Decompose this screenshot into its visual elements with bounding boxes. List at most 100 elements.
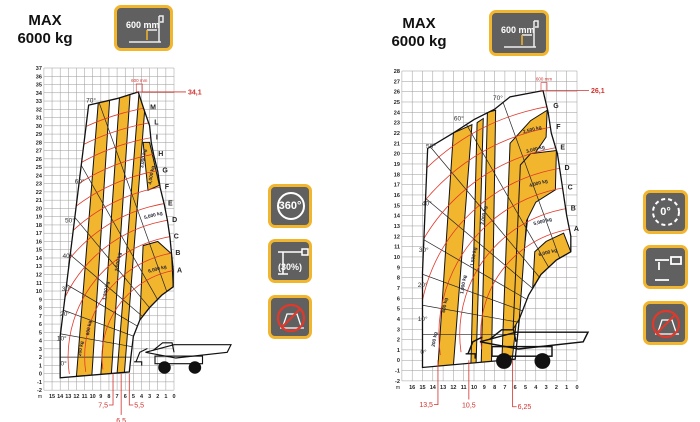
angle-label: 0° (420, 348, 427, 356)
y-tick-label: 22 (394, 131, 400, 137)
no-stabilizers-icon (651, 309, 681, 339)
load-label: 5,000 kg (533, 217, 553, 228)
y-tick-label: 15 (36, 248, 42, 254)
x-tick-label: 3 (148, 394, 151, 400)
x-tick-label: 9 (483, 385, 486, 391)
y-tick-label: 21 (394, 141, 400, 147)
arc-letter-A: A (177, 267, 182, 274)
y-tick-label: 19 (394, 162, 400, 168)
y-tick-label: 4 (397, 317, 401, 323)
fork-offset-marker (135, 83, 143, 93)
load-label: 2,000 kg (114, 252, 123, 272)
x-tick-label: 6 (514, 385, 517, 391)
load-label: 4,000 kg (147, 165, 156, 185)
arc-letter-L: L (154, 120, 159, 127)
right-title-max: MAX (402, 15, 436, 32)
load-label: 2,500 kg (523, 125, 543, 136)
extension-arc (84, 251, 174, 372)
angle-label: 0° (60, 359, 67, 367)
angle-label: 20° (418, 281, 428, 289)
boom-level-icon (655, 256, 682, 281)
x-tick-label: 8 (493, 385, 496, 391)
x-tick-label: 16 (409, 385, 415, 391)
angle-label: 10° (418, 315, 428, 323)
y-tick-label: 23 (394, 121, 400, 127)
no-stabilizers-icon (276, 303, 306, 333)
load-band (139, 240, 174, 322)
y-tick-label: 18 (36, 223, 42, 229)
wheel (496, 353, 512, 369)
y-tick-label: 5 (397, 307, 400, 313)
angle-label: 40° (63, 252, 73, 260)
x-tick-label: 6 (124, 394, 127, 400)
y-tick-label: 21 (36, 198, 42, 204)
boom-outline (467, 331, 590, 355)
axis-unit-label: m (38, 394, 42, 400)
max-height-label: 26,1 (591, 88, 605, 95)
cab-outline (152, 342, 175, 353)
x-tick-label: 4 (140, 394, 144, 400)
y-tick-label: 28 (394, 69, 400, 75)
x-tick-label: 1 (565, 385, 568, 391)
y-tick-label: 24 (394, 110, 401, 116)
y-tick-label: 32 (36, 107, 42, 113)
reach-dimension-label: 7,5 (98, 403, 108, 410)
arc-letter-E: E (560, 144, 565, 151)
x-tick-label: 9 (99, 394, 102, 400)
y-tick-label: 16 (394, 193, 400, 199)
y-tick-label: 31 (36, 116, 42, 122)
left-load-chart: 3736353433323130292827262524232221201918… (36, 66, 232, 422)
load-label: 6,000 kg (538, 248, 558, 259)
angle-label: 40° (422, 199, 432, 207)
load-label: 2,000 kg (480, 206, 489, 226)
fork-outline (134, 361, 143, 366)
y-tick-label: 27 (394, 79, 400, 85)
arc-letter-C: C (568, 185, 573, 192)
arc-letter-E: E (168, 200, 173, 207)
left-max-capacity-title: MAX 6000 kg (14, 12, 76, 48)
telehandler-drawing (465, 329, 590, 369)
reach-dimension-label: 6,25 (518, 404, 532, 411)
y-tick-label: 26 (36, 157, 42, 163)
y-tick-label: 37 (36, 66, 42, 72)
load-label: 6,000 kg (148, 264, 168, 275)
y-tick-label: 17 (394, 183, 400, 189)
arc-letter-B: B (175, 250, 180, 257)
fork-offset-note: 600 mm (536, 77, 553, 82)
extension-arc (101, 268, 174, 370)
left-no-stabilizers-badge (268, 295, 312, 339)
load-label: 200 kg (431, 331, 440, 347)
y-tick-label: 26 (394, 90, 400, 96)
y-tick-label: 6 (397, 296, 400, 302)
y-tick-label: 29 (36, 132, 42, 138)
right-badge-label: 600 mm (501, 25, 535, 35)
y-tick-label: 9 (39, 297, 42, 303)
y-tick-label: 8 (397, 276, 400, 282)
x-tick-label: 12 (450, 385, 456, 391)
y-tick-label: 4 (39, 339, 43, 345)
y-tick-label: 23 (36, 182, 42, 188)
load-label: 4,000 kg (529, 178, 549, 189)
axis-unit-label: m (396, 385, 400, 391)
x-tick-label: 11 (461, 385, 467, 391)
left-rotation-360-badge: 360° (268, 184, 312, 228)
extension-arc (60, 201, 174, 378)
y-tick-label: 14 (36, 256, 43, 262)
reach-dimension-label: 6,5 (116, 418, 126, 422)
y-tick-label: 8 (39, 306, 42, 312)
extension-arc (438, 185, 571, 356)
right-fork-offset-badge: 600 mm (489, 10, 549, 56)
angle-label: 50° (65, 216, 75, 224)
x-tick-label: 10 (90, 394, 96, 400)
x-tick-label: 0 (172, 394, 175, 400)
arc-letter-A: A (574, 226, 579, 233)
y-tick-label: 7 (39, 314, 42, 320)
y-tick-label: 25 (36, 165, 42, 171)
rotation-0-icon (652, 198, 680, 226)
y-tick-label: 19 (36, 215, 42, 221)
reach-dimension-line (433, 360, 439, 406)
y-tick-label: 18 (394, 172, 400, 178)
boom-30-percent-label: (30%) (277, 262, 302, 272)
y-tick-label: 13 (394, 224, 400, 230)
load-label: 1,000 kg (459, 275, 468, 295)
